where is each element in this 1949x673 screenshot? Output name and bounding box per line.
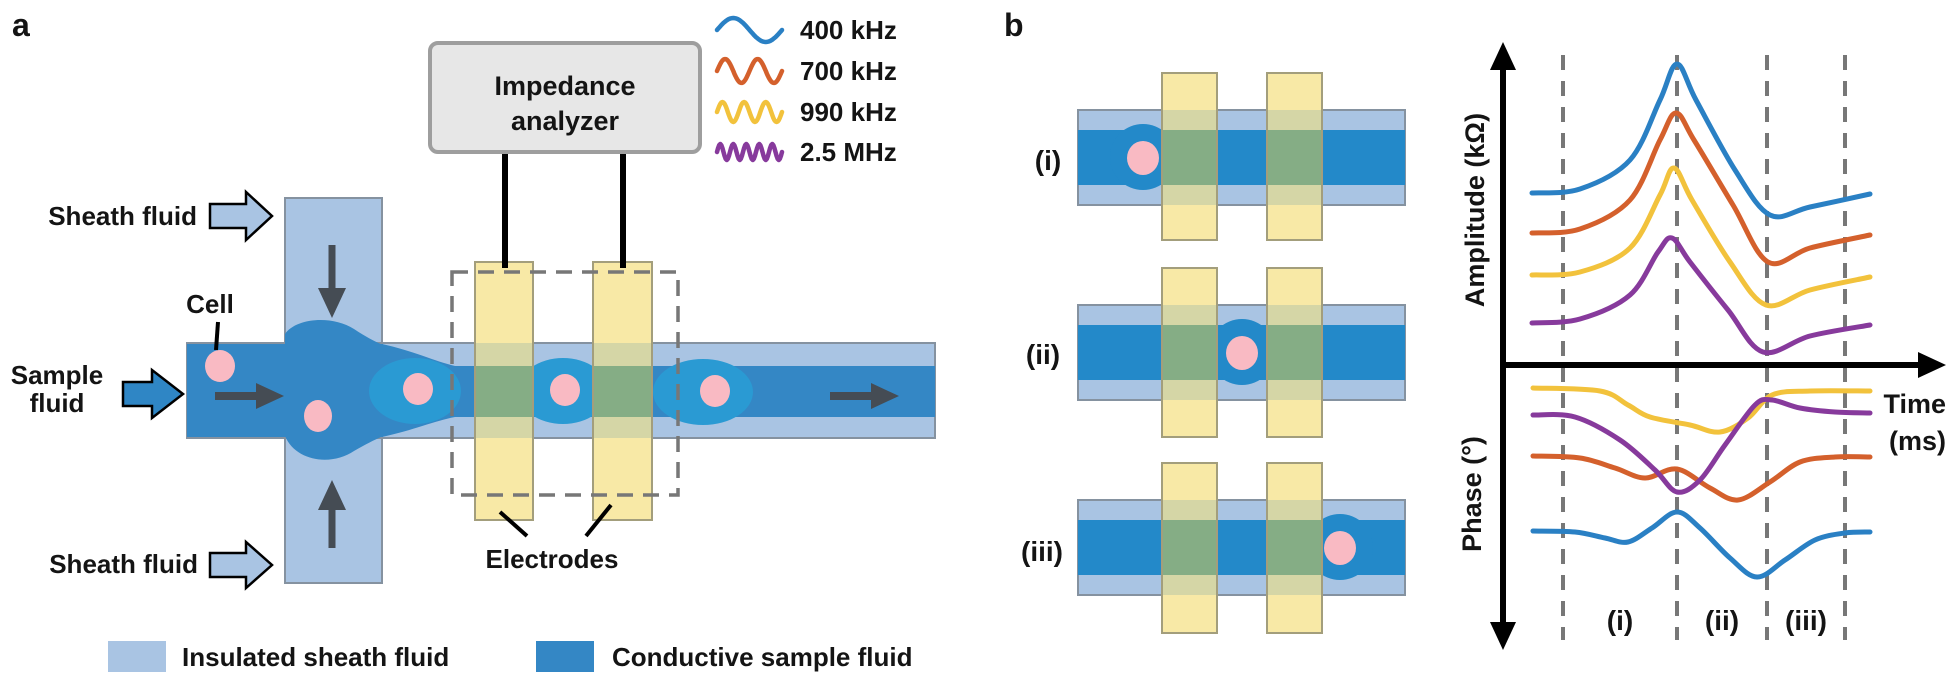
sheath-fluid-bottom-label: Sheath fluid (49, 549, 198, 579)
graph-axes (1490, 42, 1946, 650)
up-arrow-head (318, 480, 346, 510)
impedance-analyzer-line1: Impedance (494, 71, 635, 101)
flow-arrow-left-head (256, 383, 284, 409)
time-axis-label-line1: Time (1883, 389, 1946, 419)
amp-curves-25MHz (1529, 235, 1873, 356)
electrodes-row-i (1161, 72, 1323, 241)
dashed-guides (1561, 55, 1847, 640)
impedance-analyzer-line2: analyzer (511, 106, 620, 136)
cell-position-i (1127, 141, 1159, 175)
insulated-sheath-label: Insulated sheath fluid (182, 642, 449, 672)
phase-axis-label: Phase (°) (1457, 436, 1487, 552)
impedance-graph: Amplitude (kΩ) Phase (°) Time (ms) (i) (… (1457, 42, 1946, 650)
phase-curves (1530, 385, 1873, 580)
freq-label-2: 700 kHz (800, 56, 897, 86)
freq-label-1: 400 kHz (800, 15, 897, 45)
sample-fluid-bulge-bottom (285, 436, 383, 460)
phase-curves-25MHz (1530, 396, 1873, 495)
cell-3 (403, 373, 433, 405)
electrodes-leader-line-2 (584, 503, 613, 538)
flow-arrows (215, 245, 899, 548)
amp-curves-700kHz (1529, 110, 1873, 267)
electrode-2 (592, 261, 653, 521)
fluid-legend: Insulated sheath fluid Conductive sample… (108, 641, 913, 672)
cell-leader-line (214, 321, 220, 351)
amplitude-axis-label: Amplitude (kΩ) (1460, 113, 1490, 307)
phase-curves-990kHz (1530, 385, 1873, 435)
y-axis-down-arrowhead (1490, 622, 1516, 650)
region-ii-label: (ii) (1705, 605, 1739, 636)
y-axis-up-arrowhead (1490, 42, 1516, 70)
sensing-region-dashed-box (450, 270, 680, 497)
sample-fluid-label-line2: fluid (30, 388, 85, 418)
region-iii-label: (iii) (1785, 605, 1827, 636)
cell-label: Cell (186, 289, 234, 319)
freq-wave-icon-2 (714, 56, 785, 86)
insulated-sheath-swatch (108, 641, 166, 672)
electrodes-label: Electrodes (486, 544, 619, 574)
cell-1 (205, 350, 235, 382)
panel-a: a (11, 7, 936, 672)
position-ii-label: (ii) (1026, 339, 1060, 370)
freq-label-3: 990 kHz (800, 97, 897, 127)
phase-curves-700kHz (1530, 453, 1873, 503)
freq-wave-icon-3 (714, 99, 785, 125)
channel-position-ii: (ii) (1026, 267, 1406, 438)
electrodes-row-ii (1161, 267, 1323, 438)
freq-label-4: 2.5 MHz (800, 137, 897, 167)
cell-5 (700, 375, 730, 407)
position-i-label: (i) (1035, 145, 1061, 176)
cell-4 (550, 374, 580, 406)
panel-b: b (i) (1004, 7, 1946, 650)
channel-position-iii: (iii) (1021, 462, 1406, 634)
amp-curves-990kHz (1529, 165, 1873, 309)
time-axis-label-line2: (ms) (1889, 426, 1946, 456)
electrodes-row-iii (1161, 462, 1323, 634)
impedance-analyzer-box: Impedance analyzer (428, 41, 702, 154)
frequency-legend: 400 kHz 700 kHz 990 kHz 2.5 MHz (714, 15, 897, 167)
sheath-fluid-top-label: Sheath fluid (48, 201, 197, 231)
flow-arrow-right-head (871, 383, 899, 409)
region-i-label: (i) (1607, 605, 1633, 636)
panel-b-label: b (1004, 7, 1024, 43)
cell-2 (304, 400, 332, 432)
panel-a-label: a (12, 7, 30, 43)
freq-wave-icon-4 (714, 141, 785, 163)
conductive-sample-label: Conductive sample fluid (612, 642, 913, 672)
sample-inlet-arrow (121, 367, 186, 421)
electrodes-leader-line-1 (498, 510, 529, 538)
sheath-inlet-arrow-top (208, 189, 274, 243)
amplitude-curves (1529, 61, 1873, 356)
sheath-inlet-arrow-bottom (208, 539, 274, 591)
freq-wave-icon-1 (714, 15, 785, 45)
channel-position-i: (i) (1035, 72, 1406, 241)
down-arrow-head (318, 288, 346, 318)
phase-curves-400kHz (1530, 509, 1873, 580)
conductive-sample-swatch (536, 641, 594, 672)
position-iii-label: (iii) (1021, 536, 1063, 567)
amp-curves-400kHz (1529, 61, 1873, 220)
x-axis-arrowhead (1918, 352, 1946, 378)
sample-fluid-bulge-top (285, 320, 383, 345)
electrode-1 (474, 261, 534, 521)
cell-position-iii (1324, 531, 1356, 565)
cell-position-ii (1226, 336, 1258, 370)
sample-fluid-label-line1: Sample (11, 360, 104, 390)
